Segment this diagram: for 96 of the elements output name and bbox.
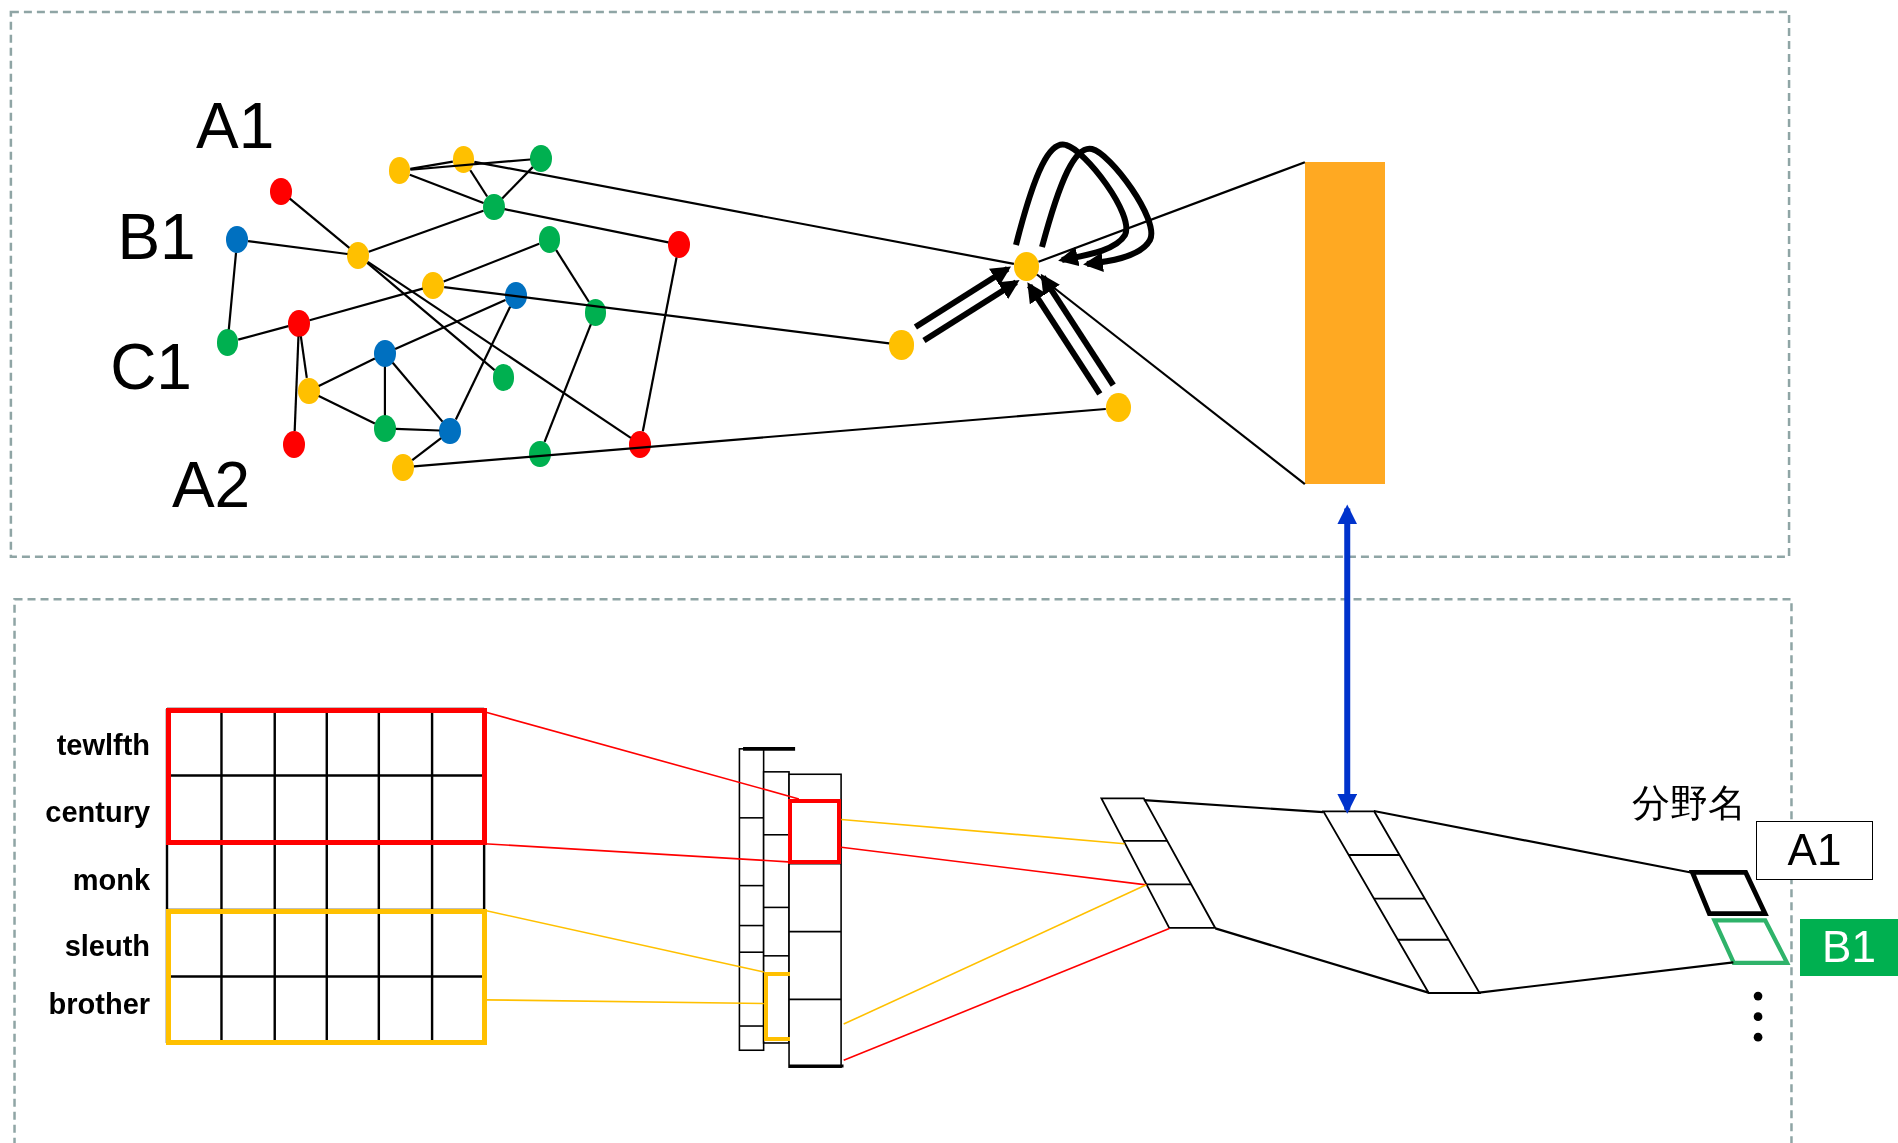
connector-line [410,158,531,171]
word-label: monk [72,865,151,895]
graph-node-dot [269,177,292,205]
word-label: brother [48,990,151,1020]
arrow [913,266,1012,330]
graph-node-dot [422,272,445,299]
graph-node-dot [482,193,505,221]
hidden-layer [1320,808,1482,995]
arrow [922,279,1020,343]
output-cell [1711,917,1790,965]
connector-line [368,209,484,253]
graph-node-dot [297,377,320,405]
connector-line [391,362,444,423]
connector-line [504,208,669,244]
connector-line [411,437,442,461]
connector-line [469,169,489,198]
connector-line [299,336,308,378]
category-label-box [1756,820,1873,880]
graph-node-dot [584,298,607,326]
connector-line [293,336,300,431]
connector-line [395,427,440,432]
connector-line [1479,961,1734,994]
connector-line [409,173,484,204]
graph-node-dot [530,145,552,172]
output-cell [1689,870,1768,917]
connector-line [1373,809,1693,874]
graph-node-dot [538,226,561,253]
node-group-label: B1 [117,205,196,270]
connector-line [247,240,348,256]
self-loop-arrow [1039,145,1155,273]
connector-line [383,366,387,416]
connector-line [1215,927,1429,994]
graph-node-dot [374,415,396,442]
word-label: century [45,797,151,827]
connector-line [501,166,534,200]
graph-node-dot [439,417,462,445]
graph-node-dot [492,364,515,391]
connector-line [474,160,1015,265]
self-loop-arrow [1013,141,1130,267]
word-label: sleuth [64,932,151,962]
connector-line [840,818,1126,845]
connector-line [237,325,289,341]
connector-line [366,262,496,371]
hidden-layer [1099,796,1218,931]
filter-window [165,708,487,845]
connector-line [413,407,1106,468]
arrow [1040,273,1116,387]
connector-line [227,252,238,330]
filter-window [165,909,487,1045]
connector-line [443,242,540,283]
connector-line [444,285,890,345]
graph-node-dot [374,340,396,367]
node-group-label: A1 [196,93,275,158]
graph-node-dot [629,430,652,458]
graph-node-dot [388,157,411,184]
node-group-label: C1 [110,334,192,399]
graph-node-dot [288,309,310,337]
graph-node-dot [226,226,249,253]
graph-node-dot [1013,251,1040,281]
graph-node-dot [889,330,915,360]
connector-line [454,306,512,420]
connector-line [1143,799,1324,814]
connector-line [289,197,350,249]
connector-line [842,927,1171,1062]
connector-line [840,846,1148,886]
graph-node-dot [1105,393,1132,423]
category-label-box [1799,918,1898,976]
connector-line [318,357,376,387]
connector-line [318,394,376,425]
category-heading: 分野名 [1631,783,1746,822]
graph-node-dot [528,440,551,468]
feature-map-cell [763,972,791,1041]
category-label: A1 [1787,828,1842,873]
connector-line [1036,273,1306,486]
connector-line [641,257,678,432]
word-label: tewlfth [56,731,151,761]
connector-line [1038,161,1306,263]
graph-node-dot [283,430,305,458]
node-group-label: A2 [171,453,251,518]
connector-line [555,249,590,303]
connector-line [367,260,632,439]
connector-line [309,287,423,322]
feature-map-cell [788,798,842,865]
connector-line [410,160,453,170]
connector-line [842,884,1148,1025]
graph-node-dot [392,453,414,481]
connector-line [394,298,506,350]
arrow [1337,504,1358,814]
graph-node-dot [216,329,239,356]
graph-node-dot [668,231,690,258]
feature-vector-bar [1304,162,1385,485]
connector-line [543,323,592,443]
category-label: B1 [1822,925,1876,970]
graph-node-dot [504,282,527,309]
arrow [1027,282,1103,396]
graph-node-dot [347,242,370,269]
